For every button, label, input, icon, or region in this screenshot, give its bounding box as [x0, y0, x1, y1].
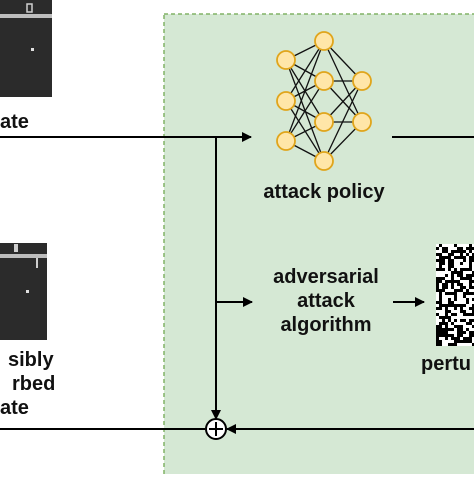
neural-network-icon: [276, 31, 372, 171]
adversarial-algorithm-label-line-3: algorithm: [280, 314, 372, 336]
network-node: [352, 112, 372, 132]
network-node: [314, 112, 334, 132]
network-node: [314, 31, 334, 51]
clean-state-label: ate: [0, 111, 29, 133]
network-node: [276, 131, 296, 151]
perturbed-state-label-line-1: sibly: [8, 349, 54, 371]
network-edge: [285, 40, 325, 142]
perturbation-label: pertu: [421, 353, 471, 375]
network-node: [352, 71, 372, 91]
network-node: [314, 71, 334, 91]
network-node: [276, 91, 296, 111]
network-edge: [285, 40, 325, 102]
network-node: [276, 50, 296, 70]
clean-state-screen: [0, 0, 52, 97]
perturbed-state-label-line-3: ate: [0, 397, 29, 419]
network-edge: [285, 80, 325, 142]
perturbed-state-label-line-2: rbed: [12, 373, 56, 395]
perturbed-state-screen: [0, 243, 47, 340]
adversarial-algorithm-label-line-2: attack: [297, 290, 355, 312]
attack-policy-label: attack policy: [263, 181, 385, 203]
noise-perturbation-icon: [436, 244, 474, 346]
network-edge: [323, 80, 363, 162]
network-node: [314, 151, 334, 171]
circle-plus-icon: [205, 418, 227, 440]
adversarial-algorithm-label-line-1: adversarial: [273, 266, 379, 288]
